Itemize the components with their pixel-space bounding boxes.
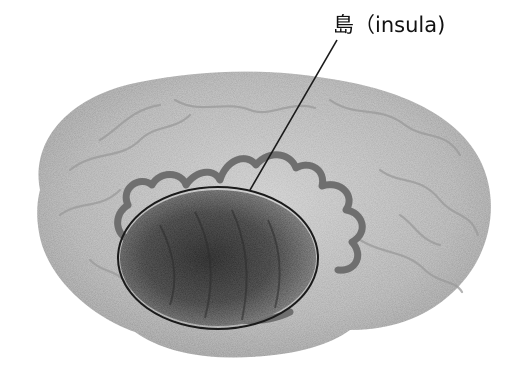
insula-region (120, 190, 316, 326)
insula-label: 島（insula) (333, 13, 445, 37)
